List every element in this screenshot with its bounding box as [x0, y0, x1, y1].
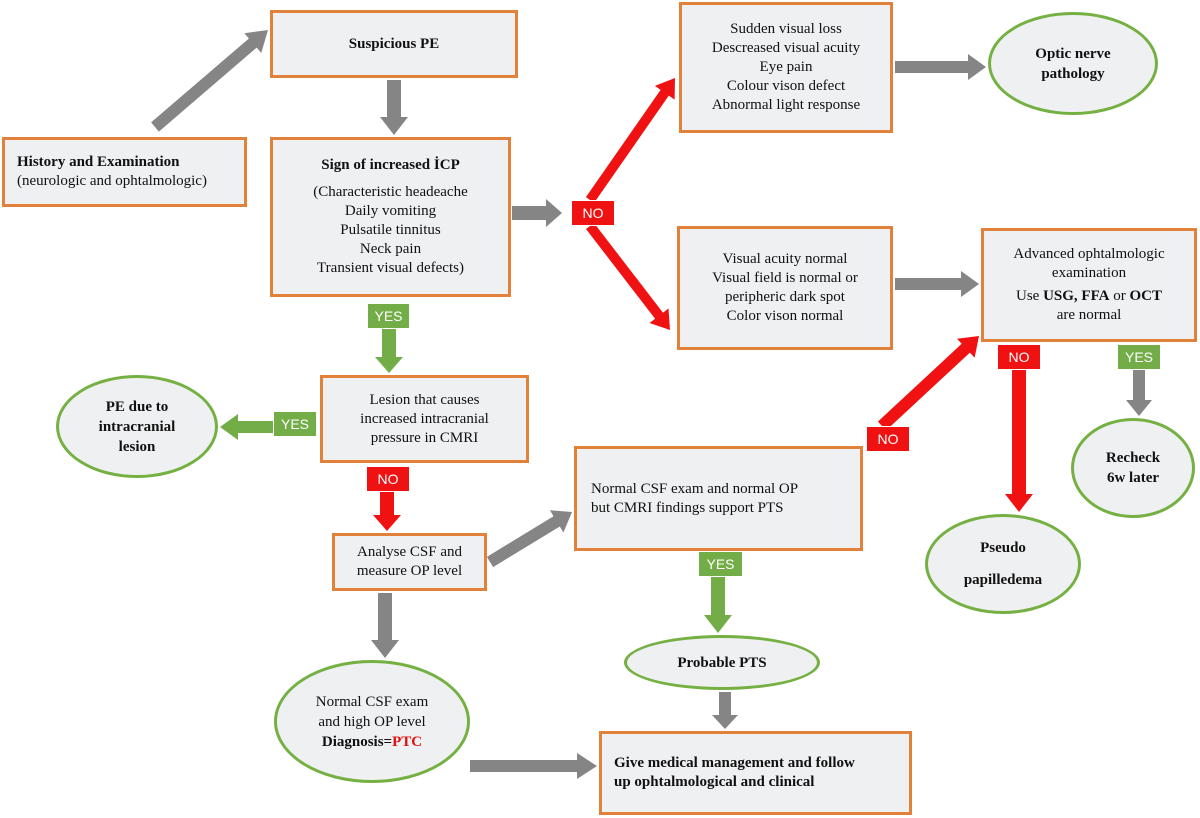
management-line: Give medical management and follow [614, 755, 855, 771]
diagnosis-label: Diagnosis= [321, 733, 393, 750]
arrow-analyse-to-ptc [371, 593, 399, 658]
advanced-ffa: FFA [1081, 288, 1110, 304]
pe-lesion-line: lesion [118, 438, 156, 455]
no-tag-pts: NO [866, 426, 910, 452]
probable-pts-oval: Probable PTS [624, 635, 820, 690]
arrow-analyse-to-normal-pts [486, 510, 572, 568]
arrow-no-to-visual [586, 223, 670, 330]
arrow-suspicious-to-sign [380, 80, 408, 135]
advanced-or: or [1113, 288, 1126, 304]
yes-tag-pts: YES [698, 551, 743, 577]
arrow-no-lesion-to-analyse [373, 492, 401, 531]
sudden-loss-line: Eye pain [759, 59, 813, 75]
no-tag-lesion: NO [366, 466, 410, 492]
optic-nerve-line: Optic nerve [1035, 45, 1111, 62]
analyse-csf-box: Analyse CSF and measure OP level [332, 533, 487, 591]
optic-nerve-oval: Optic nerve pathology [988, 12, 1158, 115]
pseudo-line: Pseudo [980, 540, 1026, 556]
sign-icp-box: Sign of increased İCP (Characteristic he… [270, 137, 511, 297]
normal-csf-pts-box: Normal CSF exam and normal OP but CMRI f… [574, 446, 863, 551]
advanced-oct: OCT [1129, 288, 1162, 304]
sudden-loss-line: Colour vison defect [726, 78, 846, 94]
normal-csf-pts-line: but CMRI findings support PTS [591, 499, 784, 516]
sign-icp-line: Neck pain [359, 241, 422, 257]
arrow-no-pts-to-advanced [877, 336, 979, 431]
no-tag-icp: NO [571, 200, 615, 226]
visual-normal-line: Visual acuity normal [722, 251, 848, 267]
arrow-no-to-sudden [585, 78, 675, 203]
advanced-line4: are normal [1056, 307, 1122, 323]
arrow-yes-pts-to-probable [704, 577, 732, 633]
sign-icp-line: Daily vomiting [344, 203, 437, 219]
diagnosis-value: PTC [392, 733, 423, 750]
pe-lesion-line: intracranial [98, 418, 176, 435]
lesion-line: pressure in CMRI [370, 429, 479, 446]
optic-nerve-line: pathology [1041, 65, 1105, 82]
advanced-use: Use [1016, 288, 1040, 304]
arrow-probable-to-management [712, 692, 738, 729]
arrow-sign-to-no [512, 199, 562, 227]
lesion-box: Lesion that causes increased intracrania… [320, 375, 529, 463]
normal-csf-ptc-line2: and high OP level [318, 713, 426, 730]
pseudo-line: papilledema [963, 572, 1043, 588]
visual-normal-box: Visual acuity normal Visual field is nor… [677, 226, 893, 350]
analyse-csf-line: Analyse CSF and [357, 544, 462, 560]
management-box: Give medical management and follow up op… [599, 731, 912, 815]
lesion-line: increased intracranial [360, 410, 489, 427]
history-box: History and Examination (neurologic and … [2, 137, 247, 207]
normal-csf-pts-line: Normal CSF exam and normal OP [591, 480, 799, 497]
visual-normal-line: peripheric dark spot [725, 289, 845, 305]
analyse-csf-line: measure OP level [356, 563, 463, 579]
arrow-history-to-suspicious [151, 30, 268, 132]
sudden-loss-line: Abnormal light response [711, 97, 861, 113]
pe-lesion-oval: PE due to intracranial lesion [56, 375, 218, 478]
recheck-line: Recheck [1105, 450, 1161, 466]
history-title: History and Examination [17, 154, 180, 170]
advanced-exam-box: Advanced ophtalmologic examination Use U… [981, 228, 1197, 342]
suspicious-pe-title: Suspicious PE [348, 35, 440, 52]
visual-normal-line: Color vison normal [726, 308, 844, 324]
arrow-yes-lesion-to-pe [220, 414, 273, 440]
advanced-usg: USG, [1043, 288, 1078, 304]
recheck-line: 6w later [1106, 470, 1160, 486]
sign-icp-line: Transient visual defects) [317, 260, 464, 276]
diagnosis-line: Diagnosis=PTC [322, 732, 422, 752]
advanced-line3: Use USG, FFA or OCT [1016, 287, 1162, 306]
sign-icp-line: (Characteristic headeache [313, 184, 468, 200]
advanced-line2: examination [1051, 265, 1127, 281]
yes-tag-advanced: YES [1117, 344, 1161, 370]
sudden-loss-line: Sudden visual loss [730, 21, 842, 37]
arrow-yes-icp-to-lesion [375, 329, 403, 373]
sudden-loss-box: Sudden visual loss Descreased visual acu… [679, 2, 893, 133]
arrow-sudden-to-optic [895, 54, 986, 80]
pseudo-papilledema-oval: Pseudo papilledema [925, 514, 1081, 614]
visual-normal-line: Visual field is normal or [712, 270, 858, 286]
normal-csf-ptc-oval: Normal CSF exam and high OP level Diagno… [274, 660, 470, 783]
no-tag-advanced: NO [997, 344, 1041, 370]
arrow-ptc-to-management [470, 753, 597, 779]
sign-icp-line: Pulsatile tinnitus [340, 222, 441, 238]
probable-pts-title: Probable PTS [677, 654, 767, 671]
normal-csf-ptc-line1: Normal CSF exam [315, 693, 429, 710]
management-line: up ophtalmological and clinical [614, 774, 815, 790]
arrow-yes-advanced-to-recheck [1126, 370, 1152, 416]
arrow-no-advanced-to-pseudo [1005, 370, 1033, 512]
sudden-loss-line: Descreased visual acuity [711, 40, 861, 56]
pe-lesion-line: PE due to [105, 398, 169, 415]
yes-tag-icp: YES [367, 303, 410, 329]
advanced-line1: Advanced ophtalmologic [1013, 246, 1165, 262]
sign-icp-title: Sign of increased İCP [321, 157, 460, 173]
recheck-oval: Recheck 6w later [1071, 418, 1195, 518]
lesion-line: Lesion that causes [369, 391, 480, 408]
yes-tag-lesion: YES [273, 411, 317, 437]
history-subtitle: (neurologic and ophtalmologic) [17, 173, 207, 189]
suspicious-pe-box: Suspicious PE [270, 10, 518, 78]
arrow-visual-to-advanced [895, 271, 979, 297]
